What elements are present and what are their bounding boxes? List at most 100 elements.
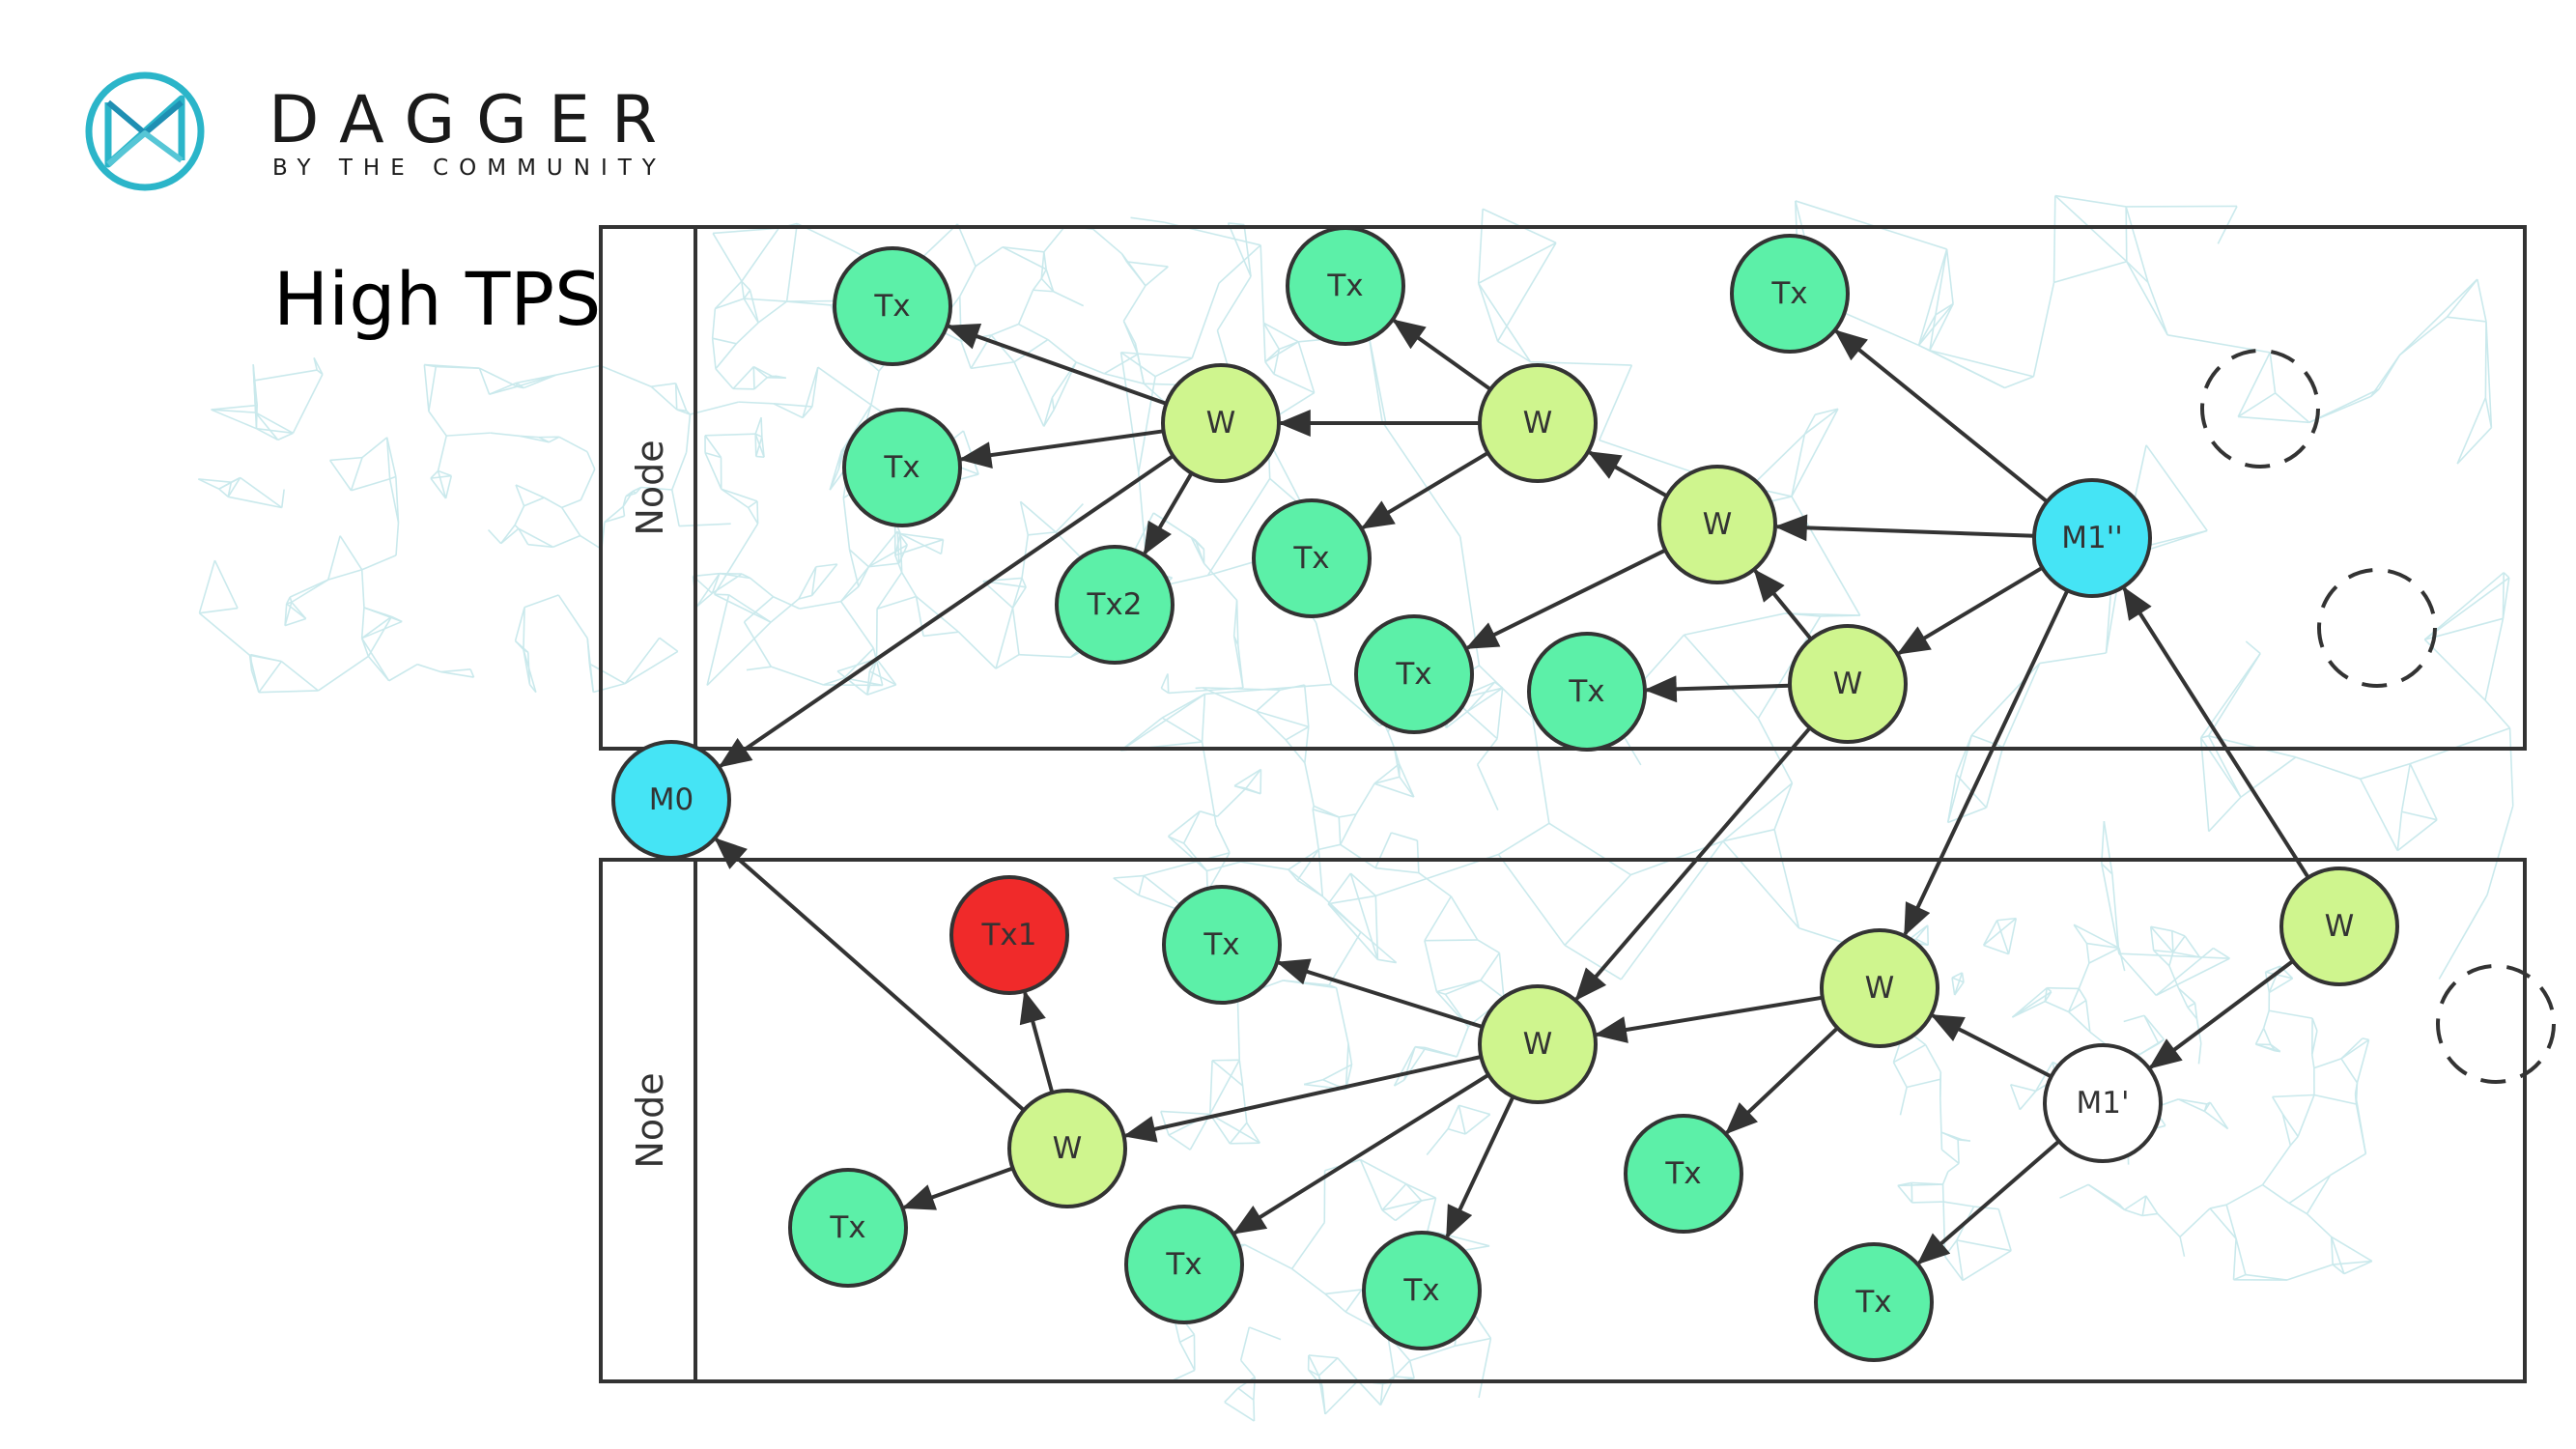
map-mesh-line bbox=[2477, 278, 2487, 323]
edge-w_b2-to-tx_b3 bbox=[1232, 1073, 1490, 1235]
map-mesh-line bbox=[389, 475, 397, 480]
map-mesh-line bbox=[1477, 738, 1498, 765]
map-mesh-line bbox=[752, 366, 755, 389]
map-mesh-line bbox=[674, 383, 678, 410]
map-mesh-line bbox=[1206, 861, 1241, 872]
map-mesh-line bbox=[2400, 763, 2412, 812]
map-mesh-line bbox=[2360, 762, 2411, 781]
map-mesh-line bbox=[1122, 285, 1146, 322]
map-mesh-line bbox=[651, 383, 676, 388]
map-mesh-line bbox=[1011, 586, 1027, 609]
map-mesh-line bbox=[1917, 303, 1954, 346]
map-mesh-line bbox=[515, 484, 545, 498]
map-mesh-line bbox=[712, 337, 737, 345]
map-mesh-line bbox=[2409, 727, 2510, 765]
world-map-background bbox=[197, 194, 2514, 1422]
map-mesh-line bbox=[2240, 756, 2297, 798]
map-mesh-line bbox=[754, 416, 762, 435]
node-circle bbox=[1252, 498, 1372, 618]
map-mesh-line bbox=[1942, 1202, 1946, 1257]
map-mesh-line bbox=[211, 404, 258, 411]
map-mesh-line bbox=[199, 607, 239, 614]
map-mesh-line bbox=[1216, 787, 1247, 817]
map-mesh-line bbox=[430, 474, 452, 479]
map-mesh-line bbox=[1381, 420, 1461, 538]
node-label: Tx bbox=[883, 450, 920, 485]
logo-name: DAGGER bbox=[269, 82, 678, 158]
map-mesh-line bbox=[1019, 501, 1030, 536]
node-circle bbox=[1478, 363, 1598, 483]
map-mesh-line bbox=[2125, 206, 2149, 283]
map-mesh-line bbox=[754, 434, 757, 457]
map-mesh-line bbox=[604, 505, 624, 524]
map-mesh-line bbox=[1324, 1289, 1362, 1295]
map-mesh-line bbox=[255, 412, 279, 440]
edge-w_t1-to-tx_t1 bbox=[946, 323, 1168, 406]
map-mesh-line bbox=[1498, 952, 1505, 999]
dag-node-tx_t6: Tx bbox=[1527, 632, 1647, 752]
map-mesh-line bbox=[786, 299, 839, 302]
map-mesh-line bbox=[1945, 248, 1954, 304]
map-mesh-line bbox=[1327, 872, 1352, 905]
map-mesh-line bbox=[2209, 1204, 2227, 1209]
map-mesh-line bbox=[1418, 871, 1452, 897]
map-mesh-line bbox=[1424, 939, 1478, 942]
map-mesh-line bbox=[872, 647, 884, 686]
map-mesh-line bbox=[2059, 1183, 2089, 1199]
map-mesh-line bbox=[428, 411, 447, 437]
map-mesh-line bbox=[1167, 673, 1170, 694]
map-mesh-line bbox=[2297, 1094, 2315, 1137]
map-mesh-line bbox=[1349, 872, 1376, 896]
map-mesh-line bbox=[704, 435, 722, 458]
map-mesh-line bbox=[802, 406, 813, 418]
dag-node-d3 bbox=[2436, 964, 2556, 1084]
map-mesh-line bbox=[1137, 354, 1146, 384]
map-mesh-line bbox=[284, 617, 306, 627]
map-mesh-line bbox=[2502, 577, 2510, 619]
node-circle bbox=[1527, 632, 1647, 752]
map-mesh-line bbox=[1924, 1044, 1941, 1073]
node-circle bbox=[1730, 234, 1850, 354]
map-mesh-line bbox=[1154, 356, 1193, 378]
map-mesh-line bbox=[811, 563, 838, 596]
map-mesh-line bbox=[1374, 867, 1419, 874]
map-mesh-line bbox=[761, 437, 765, 458]
map-mesh-line bbox=[1183, 842, 1208, 871]
map-mesh-line bbox=[2330, 1236, 2334, 1265]
map-mesh-line bbox=[1497, 854, 1566, 946]
map-mesh-line bbox=[2011, 990, 2052, 1018]
node-label: Tx bbox=[1326, 269, 1363, 303]
map-mesh-line bbox=[198, 478, 232, 483]
map-mesh-line bbox=[517, 374, 556, 387]
map-mesh-line bbox=[2268, 978, 2294, 994]
map-mesh-line bbox=[1013, 361, 1045, 427]
map-mesh-line bbox=[2237, 392, 2277, 418]
map-mesh-line bbox=[2396, 811, 2403, 851]
edge-w_t2-to-tx_t4 bbox=[1360, 451, 1489, 529]
map-mesh-line bbox=[1496, 688, 1504, 739]
map-mesh-line bbox=[1201, 741, 1217, 825]
node-label: Tx bbox=[1203, 927, 1239, 962]
map-mesh-line bbox=[2168, 965, 2180, 989]
map-mesh-line bbox=[2447, 316, 2487, 323]
map-mesh-line bbox=[527, 543, 553, 549]
map-mesh-line bbox=[1476, 764, 1499, 810]
map-mesh-line bbox=[1011, 608, 1020, 655]
map-mesh-line bbox=[1415, 1045, 1427, 1049]
map-mesh-line bbox=[712, 233, 743, 282]
map-mesh-line bbox=[876, 595, 917, 611]
map-mesh-line bbox=[1130, 216, 1165, 223]
map-mesh-line bbox=[2007, 918, 2018, 954]
map-mesh-line bbox=[2485, 321, 2493, 428]
map-mesh-line bbox=[900, 572, 918, 597]
map-mesh-line bbox=[2332, 1264, 2345, 1275]
map-mesh-line bbox=[1447, 1127, 1466, 1135]
map-mesh-line bbox=[1953, 972, 1964, 996]
map-mesh-line bbox=[1152, 512, 1197, 541]
map-mesh-line bbox=[1477, 283, 1499, 342]
map-mesh-line bbox=[1355, 782, 1375, 815]
map-mesh-line bbox=[743, 298, 759, 324]
map-mesh-line bbox=[1328, 931, 1362, 986]
map-mesh-line bbox=[2168, 952, 2174, 966]
map-mesh-line bbox=[1402, 1047, 1427, 1081]
